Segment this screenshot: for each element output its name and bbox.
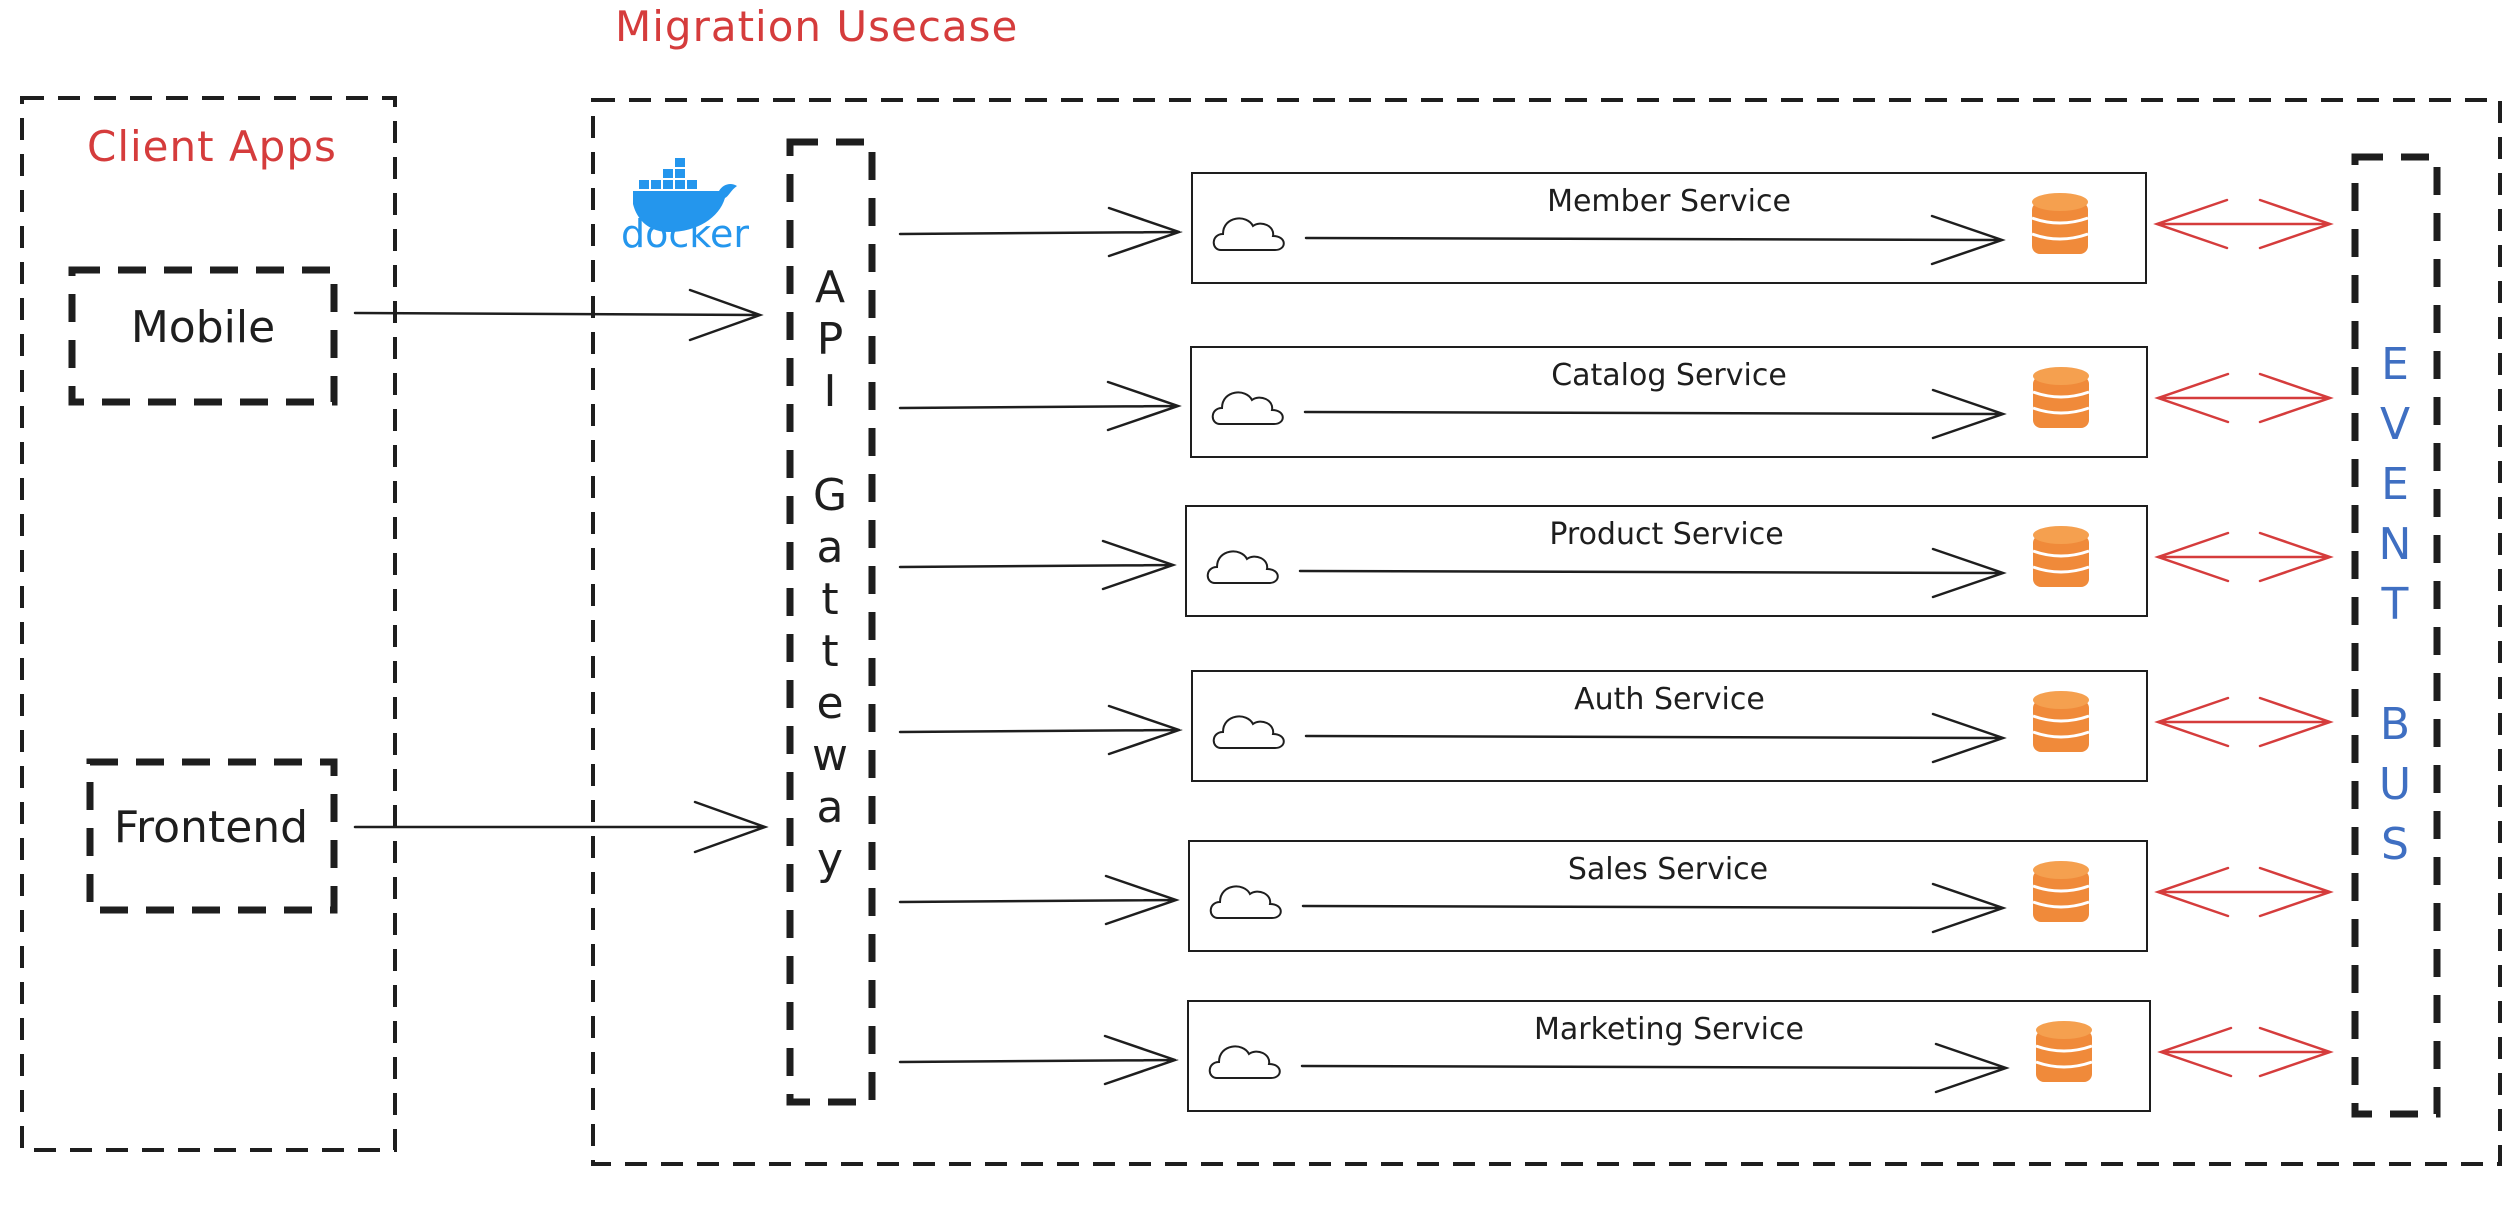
gateway-letter: t	[821, 626, 839, 677]
gateway-to-service-arrow	[898, 206, 1183, 258]
event-bus-letter: E	[2381, 339, 2409, 390]
event-bus-bidirectional-arrow	[2153, 198, 2334, 250]
gateway-letter: t	[821, 574, 839, 625]
mobile-to-gateway-arrow	[353, 288, 764, 342]
service-box: Auth Service	[1191, 670, 2148, 782]
gateway-to-service-arrow	[898, 704, 1183, 756]
cloud-icon	[1211, 391, 1284, 425]
service-name: Product Service	[1549, 517, 1784, 552]
migration-container	[591, 98, 2502, 1166]
event-bus-letter	[2355, 635, 2435, 695]
api-gateway-label: A P I G a t t e w a y	[790, 262, 870, 886]
service-name: Marketing Service	[1534, 1012, 1804, 1047]
service-flow-arrow	[1301, 882, 2007, 934]
mobile-box	[68, 266, 338, 406]
service-flow-arrow	[1298, 547, 2007, 599]
event-bus-bidirectional-arrow	[2154, 372, 2334, 424]
service-flow-arrow	[1304, 712, 2007, 764]
frontend-label: Frontend	[113, 802, 309, 853]
api-gateway-box	[786, 138, 876, 1106]
service-box: Marketing Service	[1187, 1000, 2151, 1112]
event-bus-bidirectional-arrow	[2154, 866, 2334, 918]
event-bus-bidirectional-arrow	[2154, 696, 2334, 748]
event-bus-letter: N	[2378, 519, 2412, 570]
service-box: Product Service	[1185, 505, 2148, 617]
database-icon	[2032, 691, 2090, 752]
service-flow-arrow	[1304, 214, 2006, 266]
service-box: Catalog Service	[1190, 346, 2148, 458]
event-bus-label: E V E N T B U S	[2355, 335, 2435, 875]
gateway-to-service-arrow	[898, 874, 1180, 926]
cloud-icon	[1208, 1045, 1281, 1079]
gateway-letter: P	[816, 314, 844, 365]
gateway-letter: e	[816, 678, 844, 729]
mobile-label: Mobile	[130, 302, 276, 353]
cloud-icon	[1209, 885, 1282, 919]
gateway-to-service-arrow	[898, 380, 1182, 432]
service-name: Auth Service	[1574, 682, 1765, 717]
migration-usecase-title: Migration Usecase	[615, 2, 1019, 51]
service-flow-arrow	[1303, 388, 2007, 440]
event-bus-box	[2351, 153, 2441, 1118]
service-box: Sales Service	[1188, 840, 2148, 952]
docker-label: docker	[621, 212, 749, 256]
database-icon	[2031, 193, 2089, 254]
cloud-icon	[1212, 715, 1285, 749]
service-box: Member Service	[1191, 172, 2147, 284]
service-flow-arrow	[1300, 1042, 2010, 1094]
database-icon	[2032, 861, 2090, 922]
service-name: Catalog Service	[1551, 358, 1787, 393]
event-bus-letter: V	[2379, 399, 2411, 450]
database-icon	[2032, 367, 2090, 428]
gateway-letter: a	[816, 782, 844, 833]
service-name: Sales Service	[1567, 852, 1769, 887]
gateway-letter: I	[823, 366, 837, 417]
event-bus-letter: B	[2379, 699, 2411, 750]
gateway-letter: G	[812, 470, 848, 521]
event-bus-letter: T	[2381, 579, 2409, 630]
docker-whale-icon	[633, 158, 737, 232]
client-apps-title: Client Apps	[87, 122, 337, 171]
service-name: Member Service	[1547, 184, 1791, 219]
cloud-icon	[1212, 217, 1285, 251]
gateway-letter: a	[816, 522, 844, 573]
gateway-letter	[790, 418, 870, 470]
database-icon	[2032, 526, 2090, 587]
event-bus-letter: E	[2381, 459, 2409, 510]
event-bus-letter: U	[2378, 759, 2412, 810]
event-bus-bidirectional-arrow	[2154, 531, 2334, 583]
event-bus-letter: S	[2381, 819, 2409, 870]
client-apps-container	[20, 96, 397, 1152]
cloud-icon	[1206, 550, 1279, 584]
gateway-to-service-arrow	[898, 1034, 1179, 1086]
gateway-to-service-arrow	[898, 539, 1177, 591]
event-bus-bidirectional-arrow	[2157, 1026, 2334, 1078]
gateway-letter: y	[816, 834, 844, 885]
database-icon	[2035, 1021, 2093, 1082]
frontend-box	[86, 758, 338, 914]
gateway-letter: A	[814, 262, 846, 313]
frontend-to-gateway-arrow	[353, 800, 769, 854]
gateway-letter: w	[812, 730, 848, 781]
